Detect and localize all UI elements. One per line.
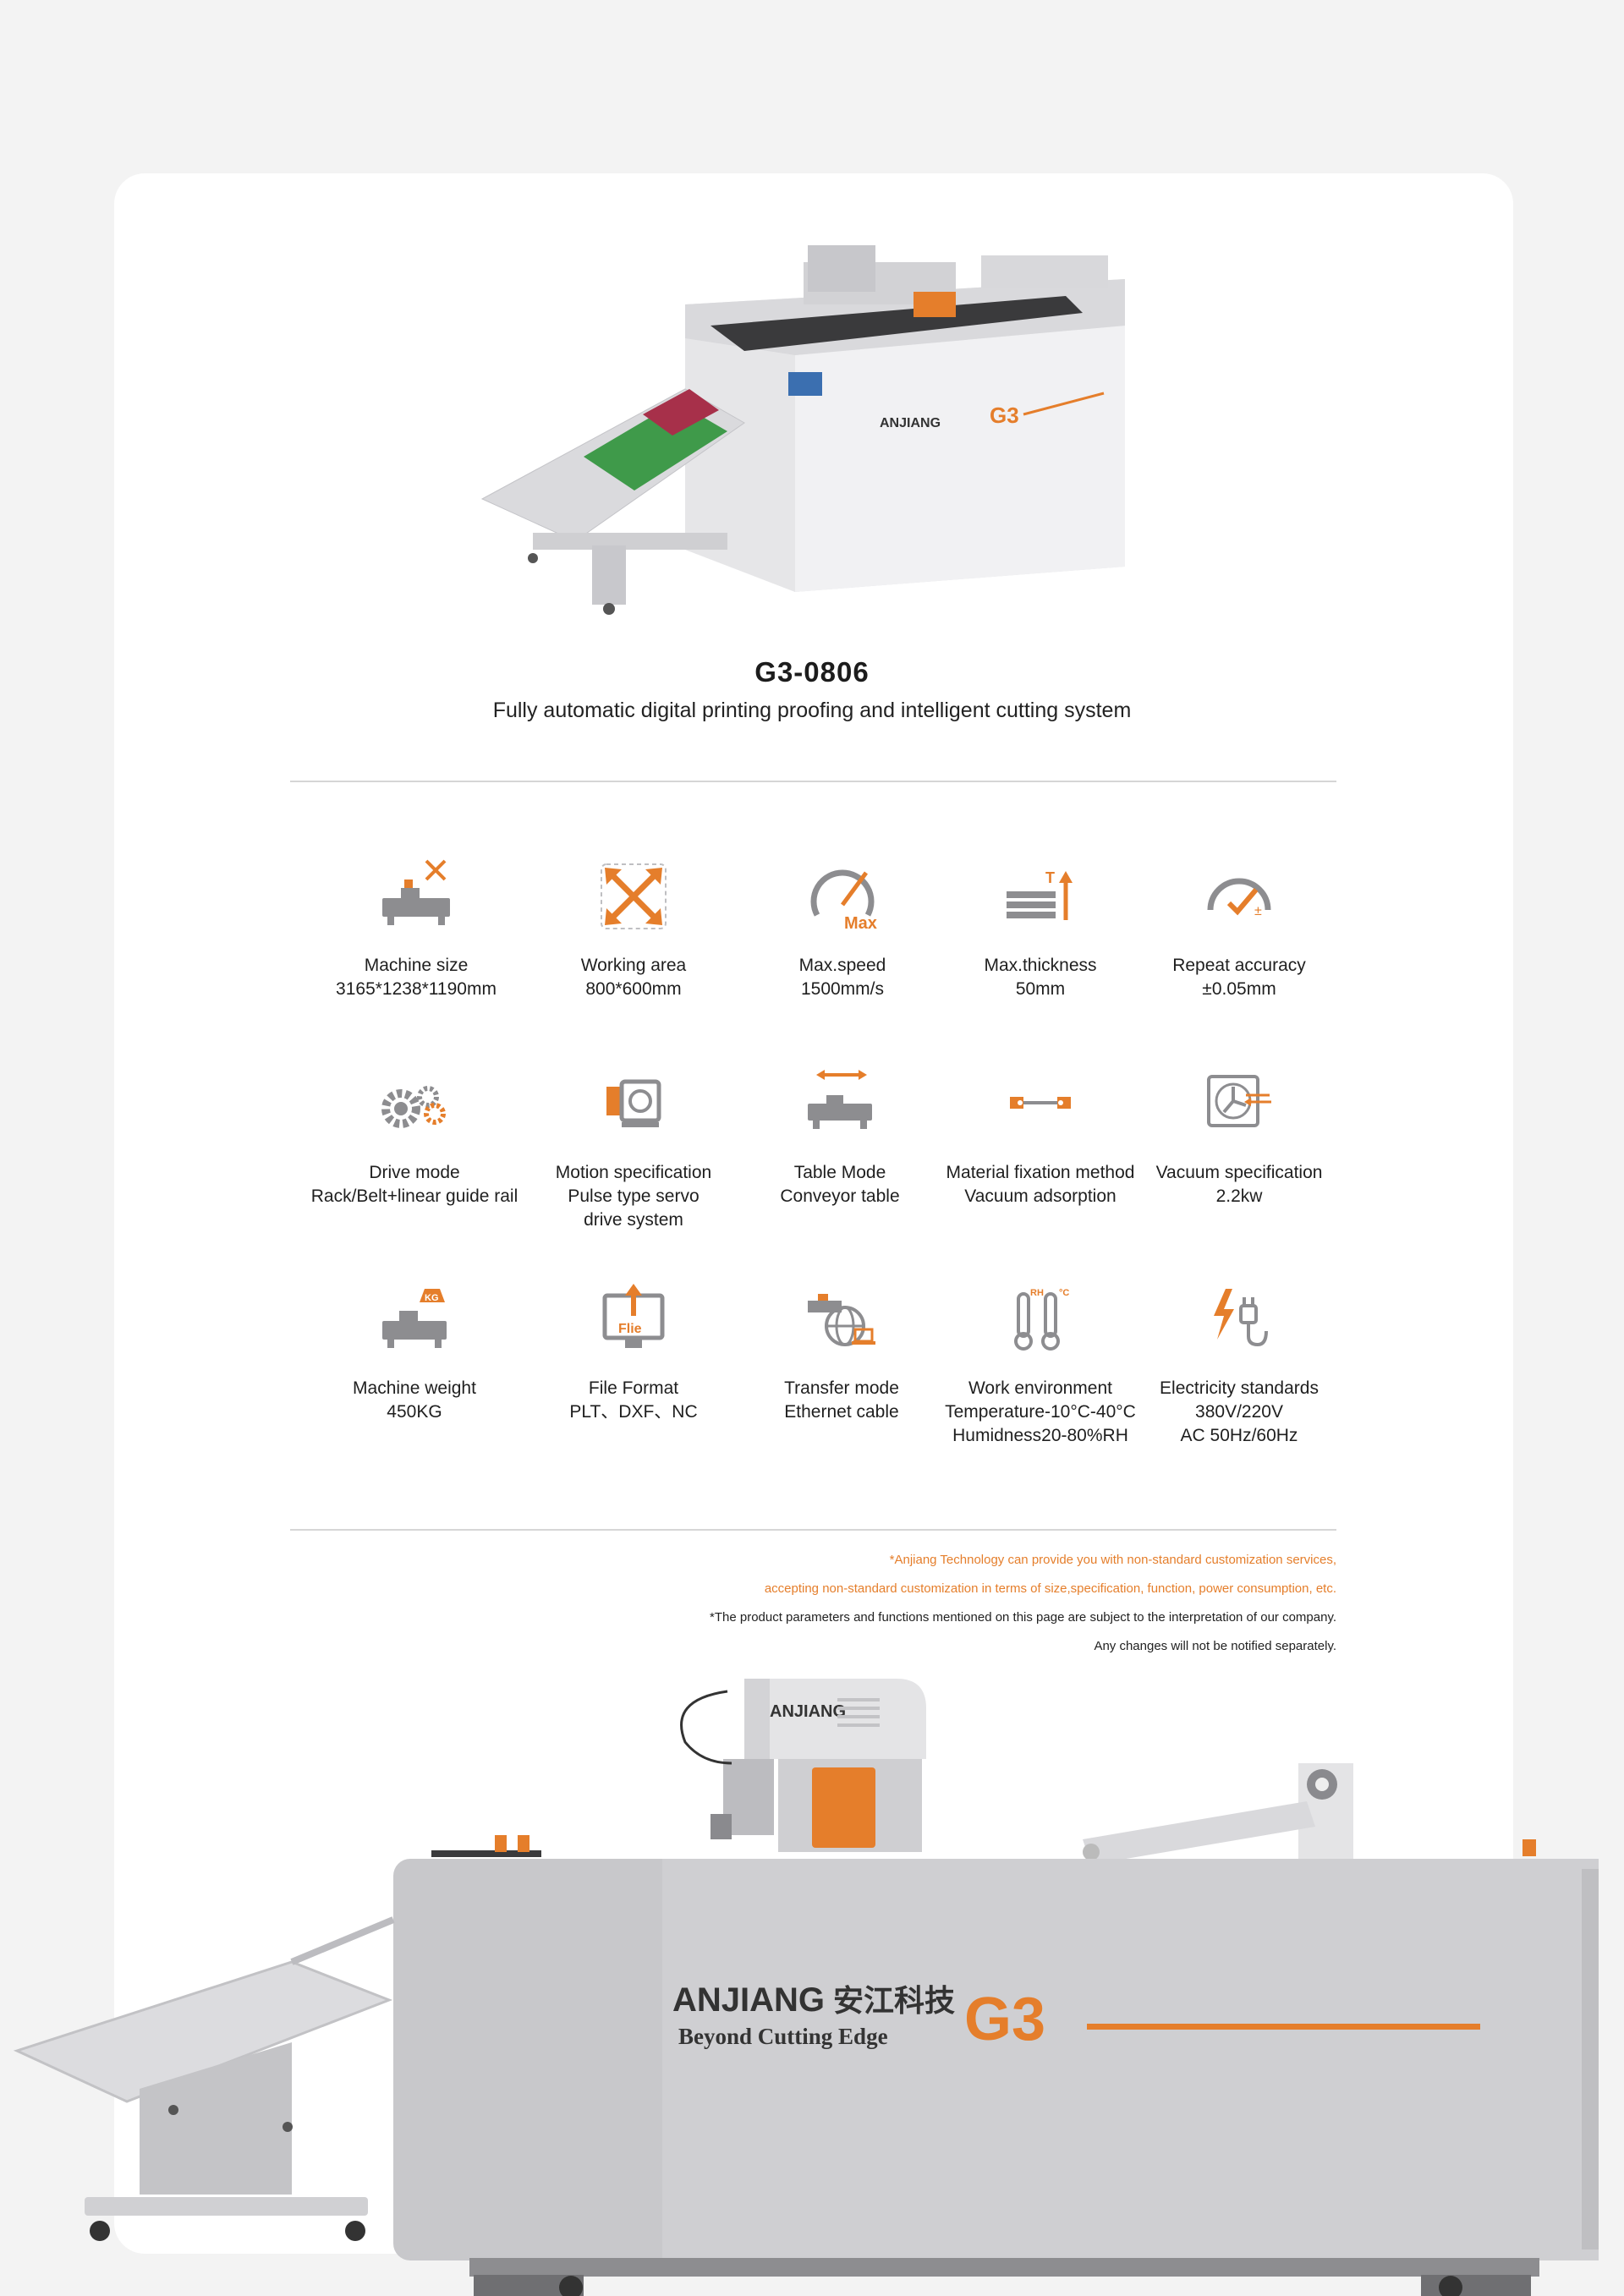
working-area-icon [601, 863, 667, 929]
spec-value: PLT、DXF、NC [569, 1402, 698, 1422]
cabinet-slogan: Beyond Cutting Edge [678, 2024, 888, 2049]
spec-value: 2.2kw [1215, 1186, 1263, 1206]
spec-value: AC 50Hz/60Hz [1180, 1426, 1298, 1445]
accuracy-pm-label: ± [1254, 904, 1262, 918]
spec-label: Drive mode [369, 1163, 460, 1182]
machine-closeup-image: ANJIANG ANJIANG 安江科技 Beyond Cutting Edge… [13, 1679, 1599, 2296]
spec-machine-weight: KG Machine weight 450KG [300, 1277, 529, 1424]
celsius-label: °C [1059, 1288, 1069, 1298]
note-disclaimer-1: *The product parameters and functions me… [710, 1610, 1336, 1625]
spec-label: Max.thickness [984, 956, 1097, 975]
vacuum-spec-icon [1207, 1075, 1271, 1127]
motion-spec-icon [606, 1079, 661, 1127]
spec-max-thickness: T Max.thickness 50mm [926, 854, 1155, 1001]
spec-value: Vacuum adsorption [964, 1186, 1116, 1206]
electricity-icon [1214, 1289, 1268, 1347]
spec-table-mode: Table Mode Conveyor table [726, 1061, 954, 1208]
machine-size-icon [382, 859, 450, 925]
machine-weight-icon: KG [382, 1289, 447, 1348]
spec-label: Working area [580, 956, 687, 975]
spec-vacuum: Vacuum specification 2.2kw [1125, 1061, 1353, 1208]
spec-file-format: Flie File Format PLT、DXF、NC [519, 1277, 748, 1424]
spec-value: 1500mm/s [800, 979, 885, 999]
spec-drive-mode: Drive mode Rack/Belt+linear guide rail [300, 1061, 529, 1208]
spec-value: 800*600mm [585, 979, 682, 999]
material-fixation-icon [1010, 1097, 1071, 1109]
note-customization-2: accepting non-standard customization in … [764, 1581, 1336, 1596]
spec-label: Work environment [968, 1378, 1112, 1398]
spec-value: Ethernet cable [784, 1402, 899, 1422]
spec-label: Machine weight [353, 1378, 476, 1398]
head-brand-text: ANJIANG [770, 1702, 846, 1721]
max-thickness-icon: T [1007, 869, 1073, 920]
spec-value: 50mm [1015, 979, 1066, 999]
product-tagline: Fully automatic digital printing proofin… [492, 699, 1132, 722]
spec-motion: Motion specification Pulse type servo dr… [519, 1061, 748, 1232]
spec-label: Table Mode [793, 1163, 886, 1182]
work-environment-icon: RH °C [1014, 1288, 1069, 1351]
rh-label: RH [1030, 1288, 1044, 1298]
drive-mode-icon [381, 1086, 446, 1128]
divider-bottom [290, 1529, 1336, 1531]
spec-label: Transfer mode [784, 1378, 899, 1398]
spec-repeat-accuracy: ± Repeat accuracy ±0.05mm [1125, 854, 1353, 1001]
note-disclaimer-2: Any changes will not be notified separat… [1094, 1639, 1336, 1653]
hero-series-text: G3 [990, 403, 1019, 428]
spec-material-fixation: Material fixation method Vacuum adsorpti… [926, 1061, 1155, 1208]
divider-top [290, 781, 1336, 782]
cabinet-brand-name: ANJIANG [672, 1981, 825, 2019]
spec-value: Pulse type servo [568, 1186, 700, 1206]
spec-label: Machine size [364, 956, 469, 975]
spec-value: Conveyor table [780, 1186, 900, 1206]
spec-work-environment: RH °C Work environment Temperature-10°C-… [926, 1277, 1155, 1448]
hero-machine-image: ANJIANG G3 [480, 245, 1125, 615]
spec-machine-size: Machine size 3165*1238*1190mm [302, 854, 530, 1001]
table-mode-icon [808, 1070, 872, 1129]
transfer-mode-icon [808, 1294, 875, 1346]
spec-transfer-mode: Transfer mode Ethernet cable [727, 1277, 956, 1424]
max-label: Max [844, 914, 877, 933]
cabinet-series-logo: G3 [964, 1986, 1045, 2053]
spec-value: Humidness20-80%RH [952, 1426, 1128, 1445]
spec-working-area: Working area 800*600mm [519, 854, 748, 1001]
max-speed-icon: Max [810, 869, 877, 933]
spec-value: 3165*1238*1190mm [336, 979, 497, 999]
spec-value: Rack/Belt+linear guide rail [310, 1186, 518, 1206]
file-format-icon: Flie [602, 1284, 665, 1348]
product-model-title: G3-0806 [754, 656, 870, 688]
spec-electricity: Electricity standards 380V/220V AC 50Hz/… [1125, 1277, 1353, 1448]
weight-kg-label: KG [425, 1293, 439, 1303]
spec-max-speed: Max Max.speed 1500mm/s [728, 854, 957, 1001]
spec-value: Temperature-10°C-40°C [945, 1402, 1136, 1422]
repeat-accuracy-icon: ± [1207, 878, 1271, 918]
thickness-t-label: T [1045, 869, 1055, 886]
spec-label: File Format [588, 1378, 679, 1398]
spec-label: Material fixation method [946, 1163, 1135, 1182]
spec-value: ±0.05mm [1202, 979, 1276, 999]
spec-value: 380V/220V [1195, 1402, 1283, 1422]
file-label: Flie [618, 1322, 642, 1336]
spec-label: Motion specification [555, 1163, 712, 1182]
spec-value: 450KG [387, 1402, 442, 1422]
cabinet-brand-chinese: 安江科技 [833, 1984, 955, 2019]
hero-brand-text: ANJIANG [880, 416, 941, 430]
spec-label: Vacuum specification [1155, 1163, 1323, 1182]
note-customization-1: *Anjiang Technology can provide you with… [889, 1553, 1336, 1567]
spec-label: Max.speed [798, 956, 886, 975]
spec-label: Repeat accuracy [1172, 956, 1306, 975]
spec-value: drive system [584, 1210, 683, 1230]
spec-label: Electricity standards [1160, 1378, 1319, 1398]
